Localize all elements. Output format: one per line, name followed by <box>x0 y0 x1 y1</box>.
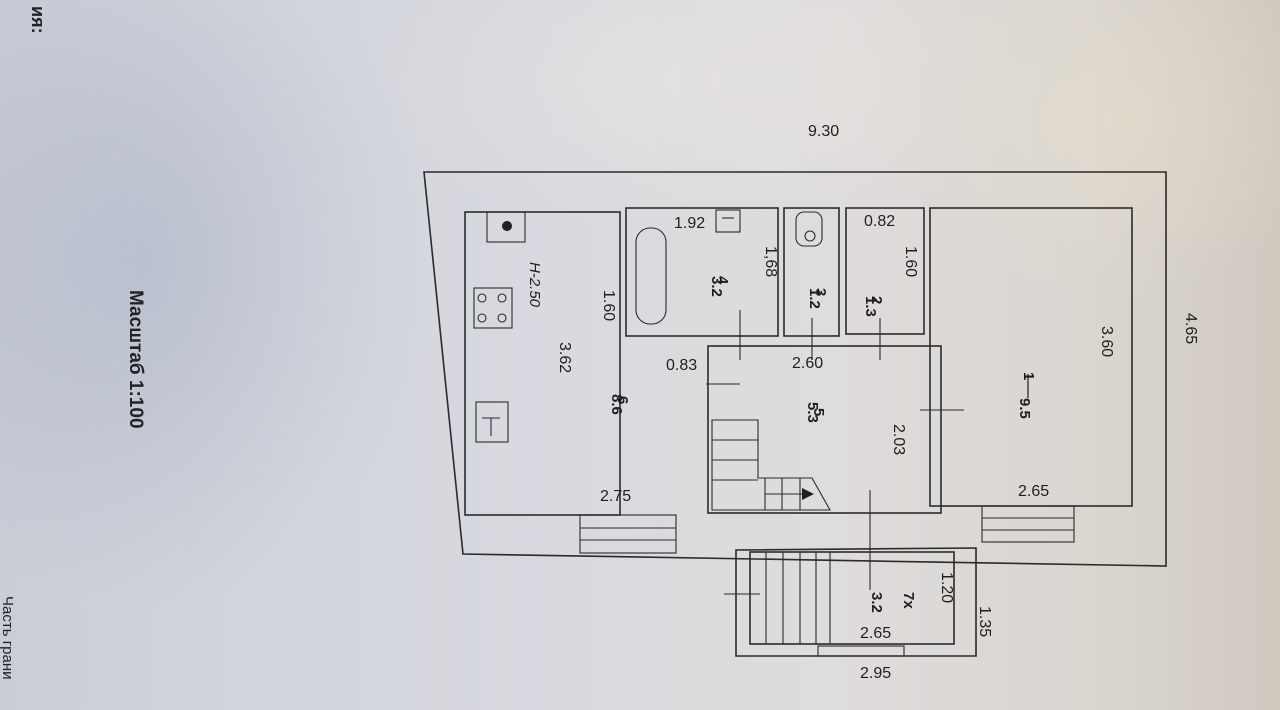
room-3-number: 3 <box>812 288 829 296</box>
hob-icon <box>473 287 513 329</box>
room-4-area: 3.2 <box>708 276 725 297</box>
room-3-area: 1.2 <box>806 288 823 309</box>
burner-icon <box>477 313 487 323</box>
washbasin-icon <box>715 209 741 233</box>
room-4-dim-a: 1.92 <box>674 215 705 232</box>
overall-length-dim: 9.30 <box>808 123 839 140</box>
room-2-area: 1.3 <box>862 296 879 317</box>
bathtub-icon <box>635 227 667 325</box>
burner-icon <box>497 293 507 303</box>
porch-outer-width-dim: 1.35 <box>976 606 993 637</box>
room-2-dim-b: 0.82 <box>864 213 895 230</box>
room-7-dim-a: 1.20 <box>938 572 955 603</box>
room-6-number: 6 <box>614 396 631 404</box>
boiler-icon <box>502 221 512 231</box>
room-1-area: 9.5 <box>1016 398 1033 419</box>
room-4-outline <box>625 207 779 337</box>
burner-icon <box>477 293 487 303</box>
room-5-outline <box>707 345 942 514</box>
room-5-dim-b: 2.03 <box>890 424 907 455</box>
windows <box>579 505 1075 554</box>
room-2-number: 2 <box>868 296 885 304</box>
room-6-dim-b: 2.75 <box>600 488 631 505</box>
room-7-number: 7х <box>900 592 917 609</box>
room-6-dim-a: 3.62 <box>556 342 573 373</box>
porch-outline <box>735 547 977 657</box>
room-6-dim-d: 0.83 <box>666 357 697 374</box>
room-6-dim-c: 1.60 <box>600 290 617 321</box>
burner-icon <box>497 313 507 323</box>
stove-box <box>486 211 526 243</box>
room-7-dim-b: 2.65 <box>860 625 891 642</box>
room-6-area: 8.6 <box>608 394 625 415</box>
room-5-area: 5.3 <box>804 402 821 423</box>
toilet-icon <box>795 211 823 247</box>
stairs-icon <box>711 419 831 511</box>
room-7-area: 3.2 <box>868 592 885 613</box>
room-6-outline <box>464 211 621 516</box>
room-2-dim-a: 1.60 <box>902 246 919 277</box>
outer-wall <box>423 171 1167 567</box>
room-2-outline <box>845 207 925 335</box>
room-3-outline <box>783 207 840 337</box>
porch-steps <box>765 552 905 657</box>
overall-width-dim: 4.65 <box>1182 313 1199 344</box>
room-4-dim-b: 1,68 <box>762 246 779 277</box>
ceiling-height-label: H-2.50 <box>526 262 543 308</box>
room-7-outline <box>749 551 955 645</box>
porch-outer-length-dim: 2.95 <box>860 665 891 682</box>
room-4-number: 4 <box>714 276 731 285</box>
room-1-dim-a: 3.60 <box>1098 326 1115 357</box>
room-5-dim-a: 2.60 <box>792 355 823 372</box>
sink-icon <box>475 401 509 443</box>
room-5-number: 5 <box>810 408 827 416</box>
door-marks <box>706 310 964 595</box>
room-1-dim-b: 2.65 <box>1018 483 1049 500</box>
